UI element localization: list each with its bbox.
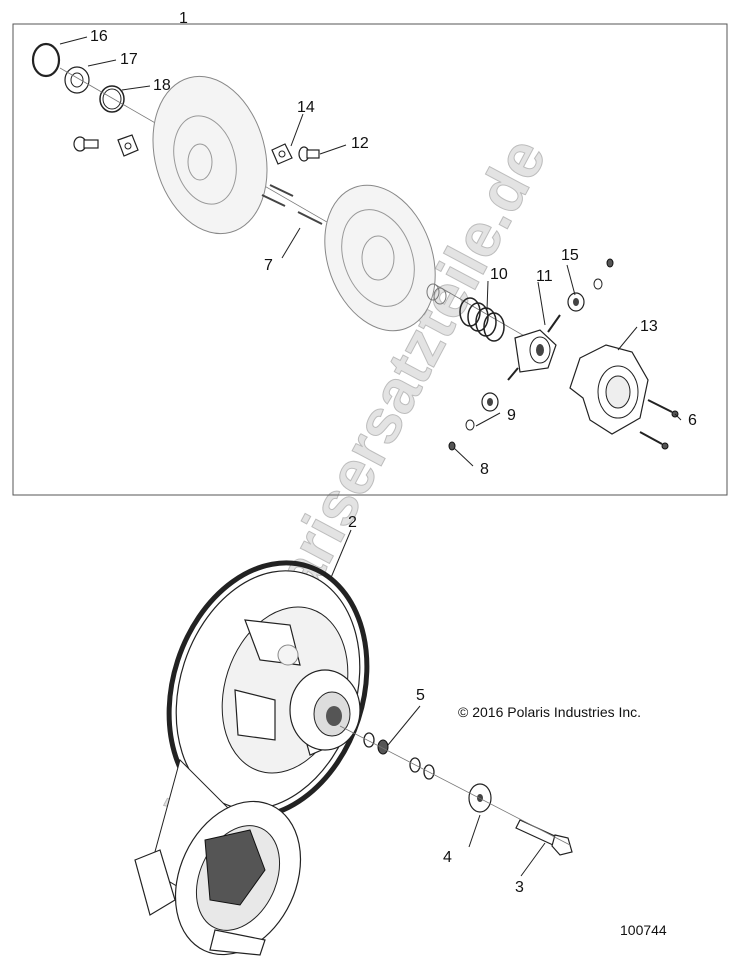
part-3-bolt [515,819,573,856]
copyright-text: © 2016 Polaris Industries Inc. [458,704,641,720]
part-11-cam-hub [507,314,561,381]
callout-7: 7 [264,257,273,274]
assembly-frame [12,23,728,496]
spring-washers [426,283,447,305]
callout-17: 17 [120,51,138,68]
callout-16: 16 [90,28,108,45]
callout-10: 10 [490,266,508,283]
part-7-pins [261,184,323,225]
leader-lines-upper [59,36,682,467]
callout-14: 14 [297,99,315,116]
part-16-snap-ring [31,42,61,78]
callout-9: 9 [507,407,516,424]
callout-13: 13 [640,318,658,335]
part-5-washers [363,732,435,780]
callout-1: 1 [179,10,188,27]
part-10-spring [459,297,505,342]
callout-5: 5 [416,687,425,704]
part-12-screw [298,146,320,162]
part-18-spacer [99,85,125,113]
callout-3: 3 [515,879,524,896]
roller-block-left [117,134,139,157]
part-15-bushing [567,258,614,312]
drawing-number: 100744 [620,922,667,938]
movable-sheave [324,184,436,332]
shoulder-pin [73,136,99,152]
leader-lines-lower [329,529,546,877]
part-2-clutch-housing [134,560,370,956]
lower-axis-line [339,725,571,846]
callout-18: 18 [153,77,171,94]
callout-6: 6 [688,412,697,429]
callout-2: 2 [348,514,357,531]
part-9-bushing [465,392,499,431]
callout-15: 15 [561,247,579,264]
callout-11: 11 [536,268,553,285]
stationary-sheave [152,75,268,235]
part-13-cover [569,344,649,435]
part-8-washer [448,441,456,451]
part-14-roller-block [271,143,293,165]
callout-12: 12 [351,135,369,152]
center-axis-line [59,67,541,346]
part-17-washer [64,66,90,94]
callout-8: 8 [480,461,489,478]
part-6-screws [639,399,679,450]
callout-4: 4 [443,849,452,866]
